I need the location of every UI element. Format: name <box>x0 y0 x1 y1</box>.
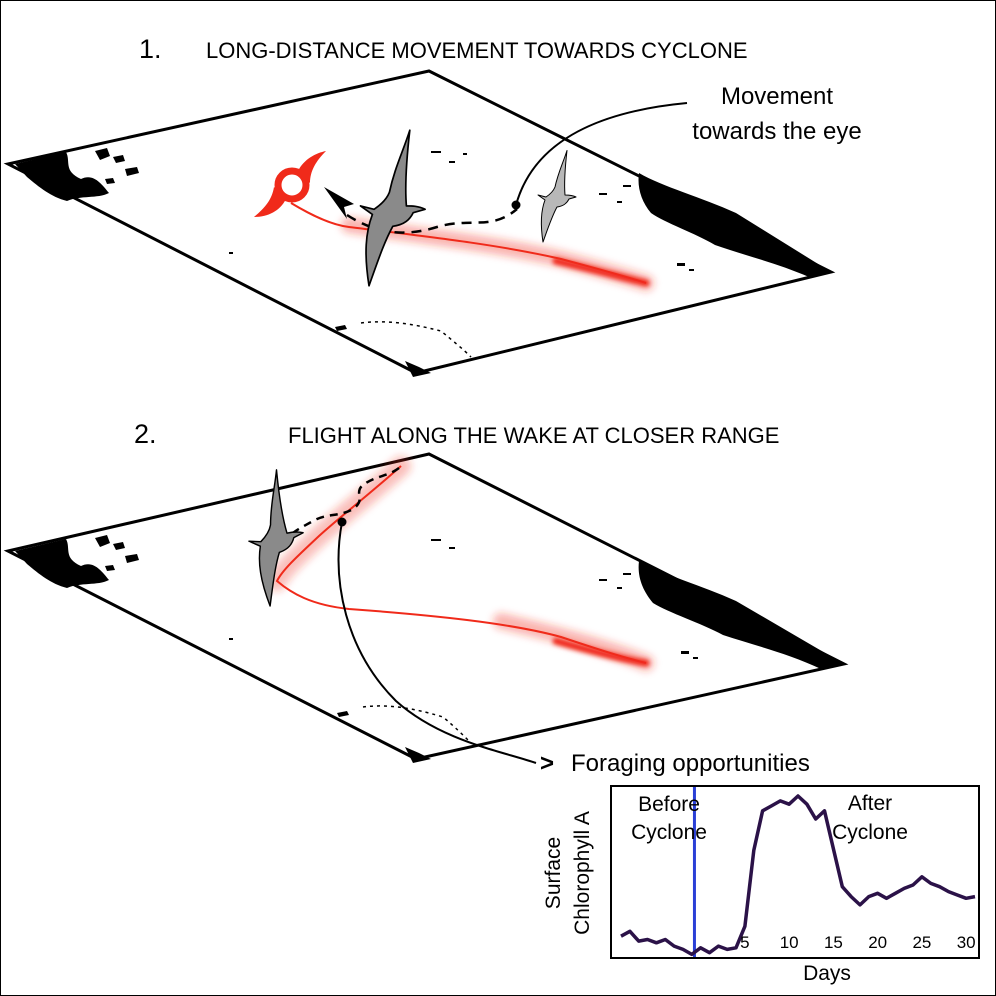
callout-movement-line1: Movement <box>721 83 833 110</box>
x-axis-label: Days <box>803 962 851 985</box>
x-tick-label: 5 <box>740 933 749 952</box>
before-label-line2: Cyclone <box>631 821 707 844</box>
step-2-title: FLIGHT ALONG THE WAKE AT CLOSER RANGE <box>288 423 779 448</box>
panel-1: 1. LONG-DISTANCE MOVEMENT TOWARDS CYCLON… <box>3 34 862 377</box>
cyclone-track-2 <box>275 465 647 664</box>
land-bottom-1 <box>335 325 431 377</box>
cyclone-icon <box>254 151 326 217</box>
step-1-title: LONG-DISTANCE MOVEMENT TOWARDS CYCLONE <box>206 38 748 63</box>
island-chain-2 <box>362 705 472 744</box>
land-left-1 <box>15 152 109 201</box>
land-bottom-2 <box>337 711 431 763</box>
scattered-islands-1 <box>229 151 694 271</box>
x-tick-label: 25 <box>912 933 931 952</box>
x-tick-labels: 5 10 15 20 25 30 <box>740 933 975 952</box>
island-chain-1 <box>360 321 472 358</box>
callout-movement-line2: towards the eye <box>692 118 861 145</box>
chlorophyll-series-line <box>620 794 976 957</box>
callout-line-1 <box>515 102 688 206</box>
x-tick-label: 10 <box>780 933 799 952</box>
land-islands-left-1 <box>95 148 139 184</box>
x-tick-label: 15 <box>824 933 843 952</box>
step-2-number: 2. <box>134 419 157 449</box>
land-right-2 <box>638 561 844 669</box>
cyclone-track-core-2 <box>552 637 650 667</box>
y-axis-label-line1: Surface <box>542 837 565 909</box>
cyclone-track-core-1 <box>552 257 650 287</box>
panel-2: 2. FLIGHT ALONG THE WAKE AT CLOSER RANGE… <box>3 419 849 777</box>
callout-marker: > <box>540 750 554 777</box>
callout-line-2 <box>337 521 537 764</box>
chart-frame <box>610 785 980 959</box>
y-axis-label-line2: Chlorophyll A <box>571 811 594 935</box>
callout-dot-1 <box>511 200 521 210</box>
step-1-number: 1. <box>139 34 162 64</box>
after-label-line2: Cyclone <box>832 821 908 844</box>
x-tick-label: 30 <box>957 933 976 952</box>
x-tick-label: 20 <box>868 933 887 952</box>
arrow-head-icon <box>324 187 354 219</box>
land-left-2 <box>15 539 109 588</box>
flight-path-1 <box>346 208 518 234</box>
after-label-line1: After <box>848 792 892 815</box>
scattered-islands-2 <box>229 539 698 659</box>
chlorophyll-chart: 5 10 15 20 25 30 Before Cyclone After Cyclone… <box>542 785 980 985</box>
callout-dot-2 <box>337 517 347 527</box>
land-islands-left-2 <box>95 535 139 571</box>
before-label-line1: Before <box>638 793 700 816</box>
callout-foraging: Foraging opportunities <box>571 750 810 777</box>
land-right-1 <box>638 173 831 277</box>
